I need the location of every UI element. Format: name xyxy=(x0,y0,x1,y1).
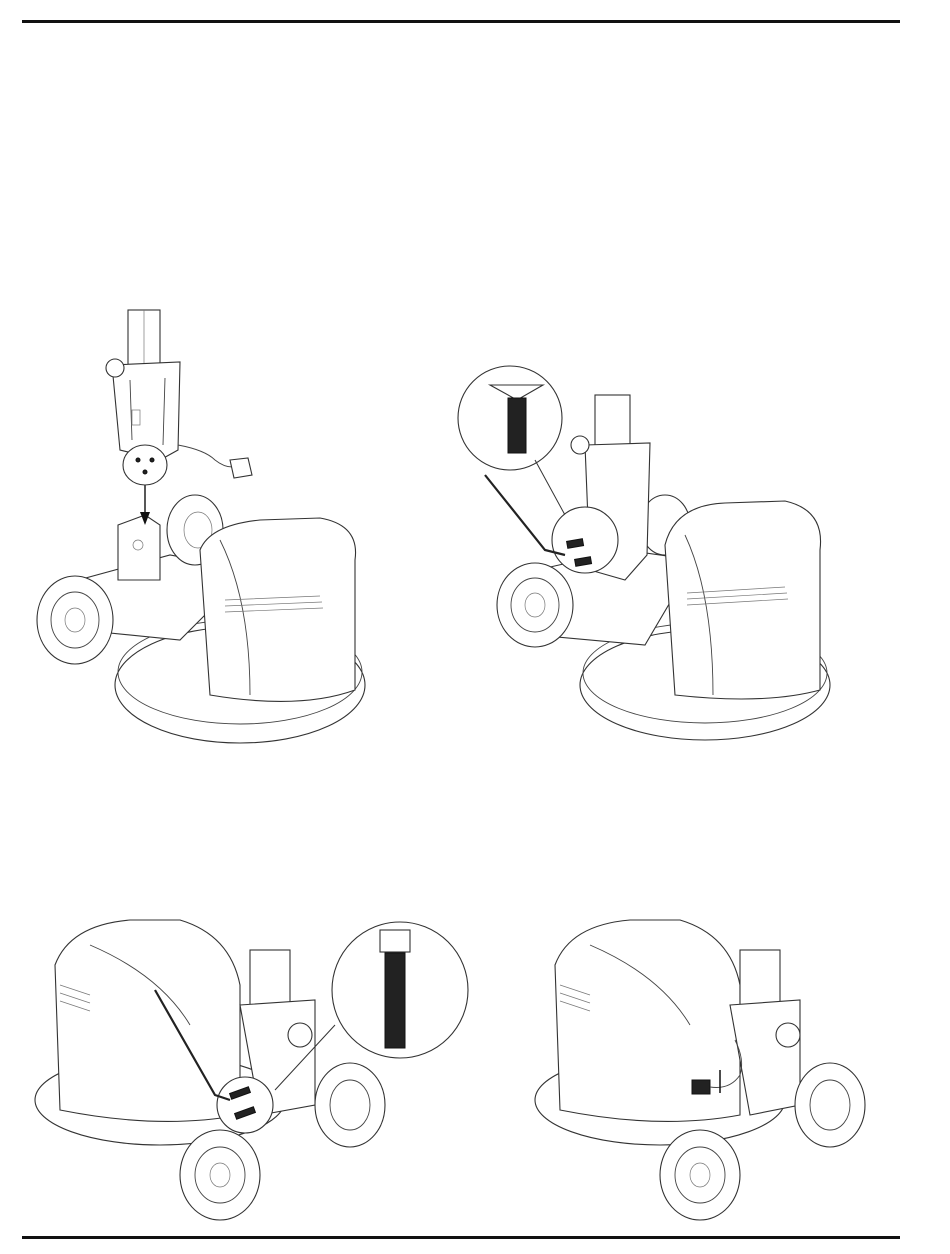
plug-icon xyxy=(230,458,252,478)
figure-countersunk-screws xyxy=(455,355,850,755)
socket-cap-screw-icon xyxy=(380,930,410,952)
figure-handle-mounting xyxy=(20,300,400,770)
figure-cable-connection xyxy=(530,905,910,1230)
bottom-rule xyxy=(22,1236,900,1239)
top-rule xyxy=(22,20,900,23)
figure-socket-cap-screws xyxy=(30,905,470,1230)
plug-icon-connected xyxy=(692,1080,710,1094)
